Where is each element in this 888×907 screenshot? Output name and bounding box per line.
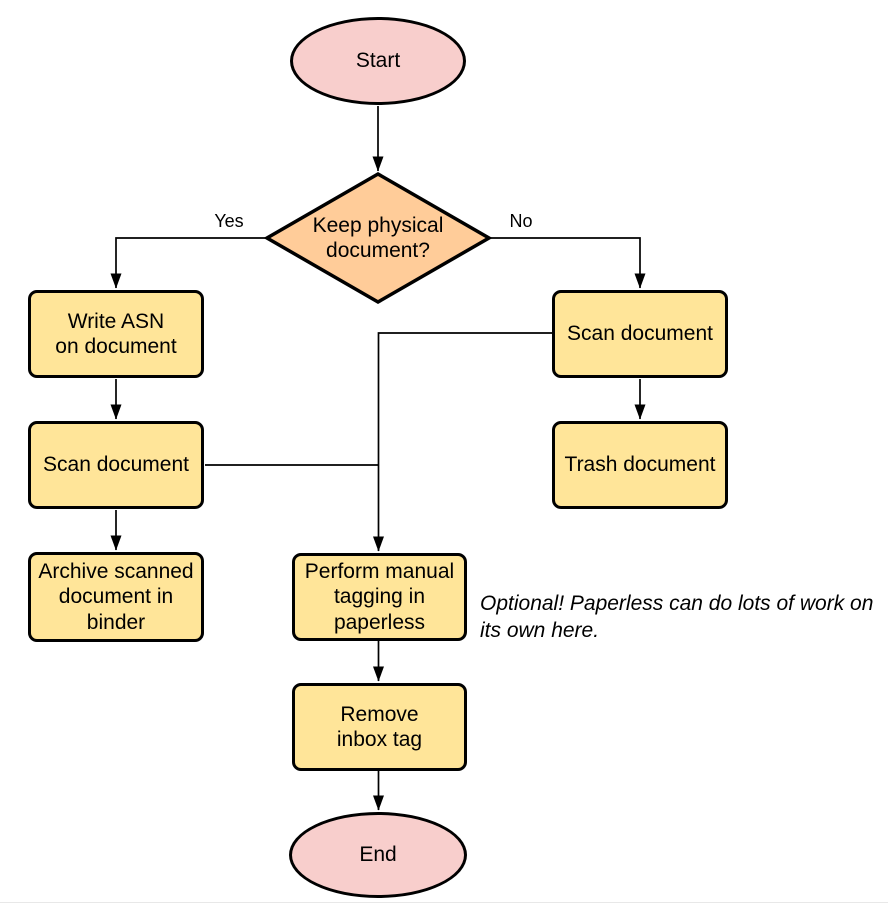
decision-diamond-shape: [263, 171, 493, 305]
node-scan-document-right: Scan document: [552, 290, 728, 378]
edge-decision-no-to-scan-right: [490, 237, 646, 289]
bottom-divider: [0, 902, 888, 903]
node-decision-label: Keep physical document?: [312, 213, 444, 262]
node-perform-manual-tagging: Perform manual tagging in paperless: [292, 553, 467, 641]
node-remove-inbox-tag: Remove inbox tag: [292, 683, 467, 771]
annotation-note: Optional! Paperless can do lots of work …: [480, 592, 874, 643]
node-end: End: [289, 812, 467, 898]
edge-decision-yes-to-write-asn: [110, 237, 266, 289]
node-start: Start: [290, 17, 466, 105]
edge-scan-right-to-tagging: [373, 332, 552, 552]
edge-label-no: No: [509, 211, 533, 231]
node-scan-document-left: Scan document: [28, 421, 204, 509]
node-trash-document: Trash document: [552, 421, 728, 509]
edge-label-yes: Yes: [214, 211, 244, 231]
node-write-asn: Write ASN on document: [28, 290, 204, 378]
node-archive-in-binder: Archive scanned document in binder: [28, 552, 204, 642]
